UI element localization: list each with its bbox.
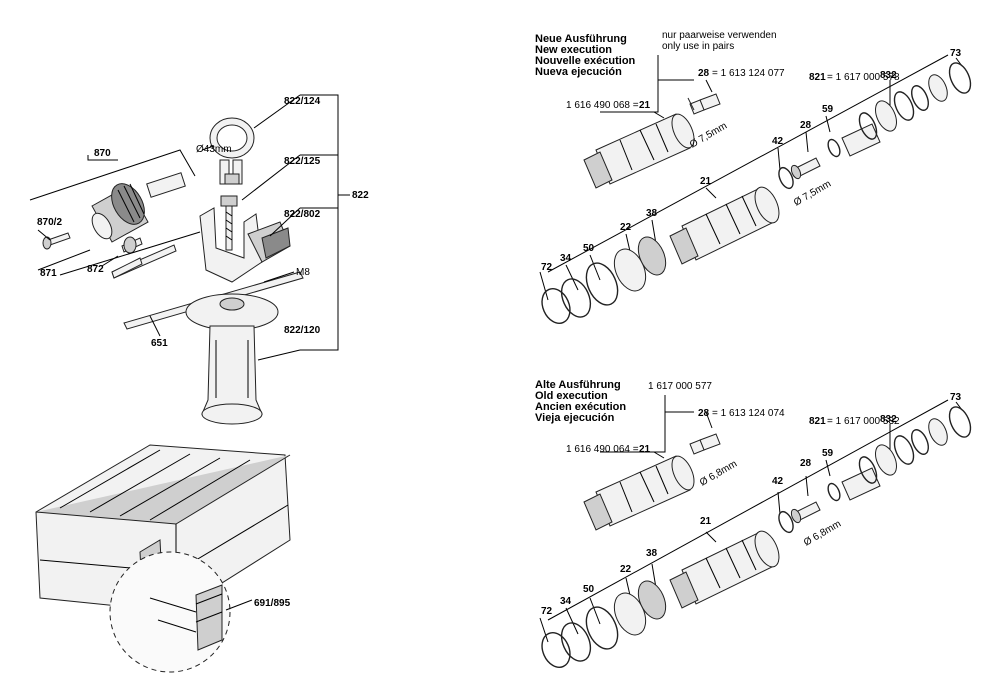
new-striker-part <box>687 93 721 115</box>
old-label-21-ref: 1 616 490 064 = <box>566 444 639 455</box>
old-label-832: 832 <box>880 414 897 425</box>
new-guide-sleeve-parts <box>841 62 972 157</box>
left-labels: 822/124 822/125 822 822/802 M8 822/120 Ø… <box>37 96 369 349</box>
new-heading-fr: Nouvelle exécution <box>535 55 636 67</box>
new-label-28-upper: 28 <box>698 68 710 79</box>
new-label-22: 22 <box>620 222 632 233</box>
label-822-125: 822/125 <box>284 156 321 167</box>
new-oring-59 <box>827 138 841 158</box>
label-871: 871 <box>40 268 57 279</box>
new-label-72: 72 <box>541 262 553 273</box>
old-piston-upper-part <box>583 455 695 531</box>
label-651: 651 <box>151 338 168 349</box>
old-label-d2: Ø 6,8mm <box>802 519 843 549</box>
old-label-22: 22 <box>620 564 632 575</box>
carrying-case <box>35 444 291 673</box>
old-piston-lower-part <box>669 530 780 609</box>
clamp-band-part <box>209 117 255 185</box>
new-label-821-ref: = 1 617 000 578 <box>827 72 900 83</box>
label-d43: Ø43mm <box>196 144 232 155</box>
new-ring-42 <box>778 166 794 190</box>
old-execution-section: Alte Ausführung Old execution Ancien exé… <box>535 379 972 668</box>
handle-bolt-part <box>220 195 238 251</box>
new-heading-en: New execution <box>535 44 612 56</box>
new-label-832: 832 <box>880 70 897 81</box>
old-heading-de: Alte Ausführung <box>535 379 621 391</box>
new-label-21-upper: 21 <box>639 100 651 111</box>
label-822: 822 <box>352 190 369 201</box>
chuck-key-bar-part <box>111 257 143 279</box>
old-label-73: 73 <box>950 392 962 403</box>
new-label-21-ref: 1 616 490 068 = <box>566 100 639 111</box>
new-label-821: 821 <box>809 72 826 83</box>
label-822-124: 822/124 <box>284 96 321 107</box>
old-label-21-upper: 21 <box>639 444 651 455</box>
old-guide-sleeve-parts <box>841 406 972 501</box>
left-callout-lines <box>29 94 350 361</box>
new-label-59: 59 <box>822 104 834 115</box>
new-piston-upper-part <box>583 113 695 189</box>
label-870: 870 <box>94 148 111 159</box>
new-label-42: 42 <box>772 136 784 147</box>
handle-bracket-part <box>199 207 291 283</box>
new-heading-de: Neue Ausführung <box>535 33 627 45</box>
label-m8: M8 <box>296 267 310 278</box>
old-callout-lines <box>539 395 963 643</box>
label-872: 872 <box>87 264 104 275</box>
label-691-895: 691/895 <box>254 598 291 609</box>
old-label-821-ref: = 1 617 000 532 <box>827 416 900 427</box>
new-striker-lower-part <box>790 157 821 180</box>
old-label-21-lower: 21 <box>700 516 712 527</box>
old-heading-es: Vieja ejecución <box>535 412 615 424</box>
new-heading-es: Nueva ejecución <box>535 66 622 78</box>
label-870-2: 870/2 <box>37 217 62 228</box>
new-label-50: 50 <box>583 243 595 254</box>
old-label-72: 72 <box>541 606 553 617</box>
old-heading-fr: Ancien exécution <box>535 401 626 413</box>
new-label-73: 73 <box>950 48 962 59</box>
left-section: 822/124 822/125 822 822/802 M8 822/120 Ø… <box>29 94 369 673</box>
old-label-28-ref: = 1 613 124 074 <box>712 408 785 419</box>
old-label-28-upper: 28 <box>698 408 710 419</box>
new-label-21-lower: 21 <box>700 176 712 187</box>
old-oring-59 <box>827 482 841 502</box>
old-ring-stack <box>541 580 667 668</box>
old-label-42: 42 <box>772 476 784 487</box>
old-ring-42 <box>778 510 794 534</box>
new-ring-stack <box>541 236 667 324</box>
new-piston-lower-part <box>669 186 780 265</box>
old-label-38: 38 <box>646 548 658 559</box>
new-label-38: 38 <box>646 208 658 219</box>
new-label-28-ref: = 1 613 124 077 <box>712 68 785 79</box>
old-label-28-lower: 28 <box>800 458 812 469</box>
new-label-d2: Ø 7,5mm <box>792 179 833 209</box>
new-label-34: 34 <box>560 253 572 264</box>
old-striker-lower-part <box>790 501 821 524</box>
old-heading-en: Old execution <box>535 390 608 402</box>
side-handle-part <box>185 293 279 425</box>
label-822-120: 822/120 <box>284 325 321 336</box>
chuck-screw-part <box>42 232 71 250</box>
new-note-de: nur paarweise verwenden <box>662 30 777 41</box>
old-label-50: 50 <box>583 584 595 595</box>
old-label-59: 59 <box>822 448 834 459</box>
label-822-802: 822/802 <box>284 209 321 220</box>
new-execution-section: Neue Ausführung New execution Nouvelle e… <box>535 30 972 324</box>
old-label-top-ref: 1 617 000 577 <box>648 381 712 392</box>
old-label-821: 821 <box>809 416 826 427</box>
old-striker-part <box>689 433 721 455</box>
old-label-34: 34 <box>560 596 572 607</box>
drill-chuck-part <box>91 172 186 243</box>
new-label-28-lower: 28 <box>800 120 812 131</box>
old-label-d1: Ø 6,8mm <box>698 459 739 489</box>
new-note-en: only use in pairs <box>662 41 734 52</box>
